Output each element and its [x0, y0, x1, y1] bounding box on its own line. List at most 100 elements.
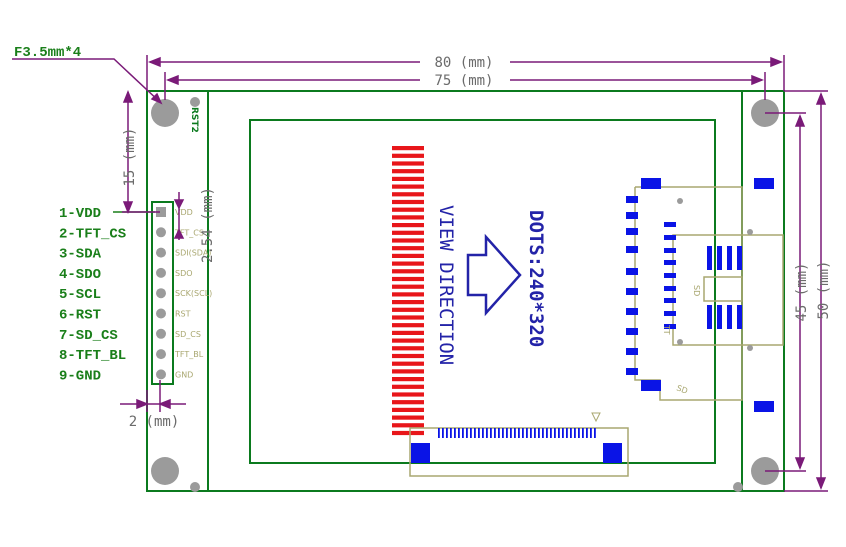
sd-pad — [664, 273, 676, 278]
fpc-contact — [392, 223, 424, 228]
fpc-contact — [392, 207, 424, 212]
bottom-pin — [546, 428, 548, 438]
bottom-pin — [582, 428, 584, 438]
bottom-pin — [590, 428, 592, 438]
fpc-contact — [392, 284, 424, 289]
sd-hole-1 — [747, 229, 753, 235]
fpc-contact — [392, 338, 424, 343]
bottom-pin — [570, 428, 572, 438]
fpc-contact — [392, 184, 424, 189]
dim-254-text: 2.54 (mm) — [200, 187, 216, 263]
sd-ic-pads — [707, 246, 742, 329]
fpc-contact — [392, 307, 424, 312]
bottom-pin — [574, 428, 576, 438]
sd-card-slot: SD TT SD — [626, 178, 784, 412]
ic-pin-top — [727, 246, 732, 270]
header-silkscreen: RST2 — [189, 107, 199, 133]
fpc-contact — [392, 192, 424, 197]
sd-corner-pad-3 — [641, 380, 661, 391]
bottom-pin — [566, 428, 568, 438]
fpc-contact — [392, 199, 424, 205]
bottom-pin — [486, 428, 488, 438]
pin-pad — [156, 267, 166, 278]
bottom-pin — [510, 428, 512, 438]
sd-pad — [626, 288, 638, 295]
sd-corner-pad-1 — [641, 178, 661, 189]
bottom-pin — [550, 428, 552, 438]
fpc-contact — [392, 292, 424, 297]
mount-hole-bottom-left — [151, 457, 179, 485]
ic-pin-top — [707, 246, 712, 270]
fid-3 — [733, 482, 743, 492]
fpc-contact — [392, 430, 424, 436]
ic-pin-top — [737, 246, 742, 270]
mount-hole-leader — [12, 58, 162, 104]
pin-label: 7-SD_CS — [59, 328, 118, 344]
sd-pad — [626, 196, 638, 203]
bottom-pin — [586, 428, 588, 438]
sd-hole-2 — [747, 345, 753, 351]
bottom-pin — [594, 428, 596, 438]
dim-50-text: 50 (mm) — [816, 260, 832, 319]
fpc-contact — [392, 215, 424, 220]
mount-hole-note: F3.5mm*4 — [14, 45, 81, 61]
bottom-pin — [514, 428, 516, 438]
bottom-pin — [562, 428, 564, 438]
fpc-contact — [392, 246, 424, 251]
sd-silk-1: SD — [692, 285, 701, 296]
bottom-pin — [438, 428, 440, 438]
bottom-pin — [482, 428, 484, 438]
bottom-pin — [526, 428, 528, 438]
fpc-contact — [392, 146, 424, 151]
fpc-contact — [392, 323, 424, 328]
sd-pad — [626, 348, 638, 355]
pin-silk-label: RST — [175, 310, 191, 319]
arrow-icon — [466, 233, 522, 317]
display-area — [249, 119, 716, 464]
fid-2 — [190, 482, 200, 492]
sd-silk-3: SD — [675, 383, 689, 395]
bottom-pin — [442, 428, 444, 438]
sd-pad — [626, 268, 638, 275]
pin-label: 4-SDO — [59, 267, 101, 283]
bottom-pin — [454, 428, 456, 438]
sd-pad — [664, 324, 676, 329]
fpc-contact — [392, 300, 424, 305]
dim-80-text: 80 (mm) — [434, 55, 493, 71]
ic-pin-bottom — [717, 305, 722, 329]
pcb-outline — [146, 90, 785, 492]
sd-hole-4 — [677, 339, 683, 345]
pin-label: 3-SDA — [59, 247, 102, 263]
pin-label: 5-SCL — [59, 287, 101, 303]
view-direction-label: VIEW DIRECTION — [435, 205, 457, 365]
fpc-contact — [392, 176, 424, 181]
fpc-contact — [392, 407, 424, 412]
dim-2-text: 2 (mm) — [129, 414, 180, 430]
sd-pad — [664, 286, 676, 291]
sd-pads-top — [664, 222, 676, 329]
fpc-contact — [392, 153, 424, 158]
pin1-triangle-icon — [591, 412, 601, 423]
dots-label: DOTS:240*320 — [525, 210, 547, 347]
fpc-contact — [392, 369, 424, 374]
pin-label: 1-VDD — [59, 206, 101, 222]
dim-75-text: 75 (mm) — [434, 73, 493, 89]
bottom-pin — [466, 428, 468, 438]
bottom-pad-right — [603, 443, 622, 463]
fpc-contact — [392, 392, 424, 397]
dim-45-text: 45 (mm) — [794, 262, 810, 321]
bottom-pin — [446, 428, 448, 438]
bottom-pin — [474, 428, 476, 438]
bottom-connector — [409, 412, 629, 477]
sd-pad — [626, 328, 638, 335]
view-direction-arrow — [466, 233, 522, 317]
dim-15-text: 15 (mm) — [122, 127, 138, 186]
bottom-pin — [506, 428, 508, 438]
bottom-pin — [498, 428, 500, 438]
bottom-pin — [522, 428, 524, 438]
fpc-contact — [392, 423, 424, 428]
fpc-contact — [392, 346, 424, 351]
sd-pad — [626, 308, 638, 315]
sd-corner-pad-2 — [754, 178, 774, 189]
